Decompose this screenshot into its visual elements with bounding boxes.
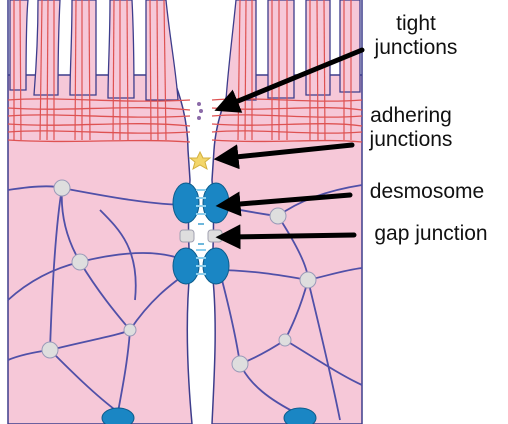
- label-tight-line2: junctions: [366, 36, 466, 60]
- arrow-gap-junction: [228, 235, 354, 237]
- tight-junction-points: [197, 102, 203, 120]
- microvilli-left: [10, 0, 178, 100]
- adhering-junction: [190, 152, 210, 169]
- hemidesmosome-right: [284, 408, 316, 424]
- label-adhering-junctions: adhering junctions: [356, 104, 466, 152]
- hemidesmosome-left: [102, 408, 134, 424]
- label-tight-junctions: tight junctions: [366, 12, 466, 60]
- label-adhering-line2: junctions: [356, 128, 466, 152]
- label-tight-line1: tight: [366, 12, 466, 36]
- gap-junction: [180, 230, 222, 242]
- label-adhering-line1: adhering: [356, 104, 466, 128]
- label-desmosome: desmosome: [352, 180, 502, 204]
- label-gap-junction: gap junction: [358, 222, 504, 246]
